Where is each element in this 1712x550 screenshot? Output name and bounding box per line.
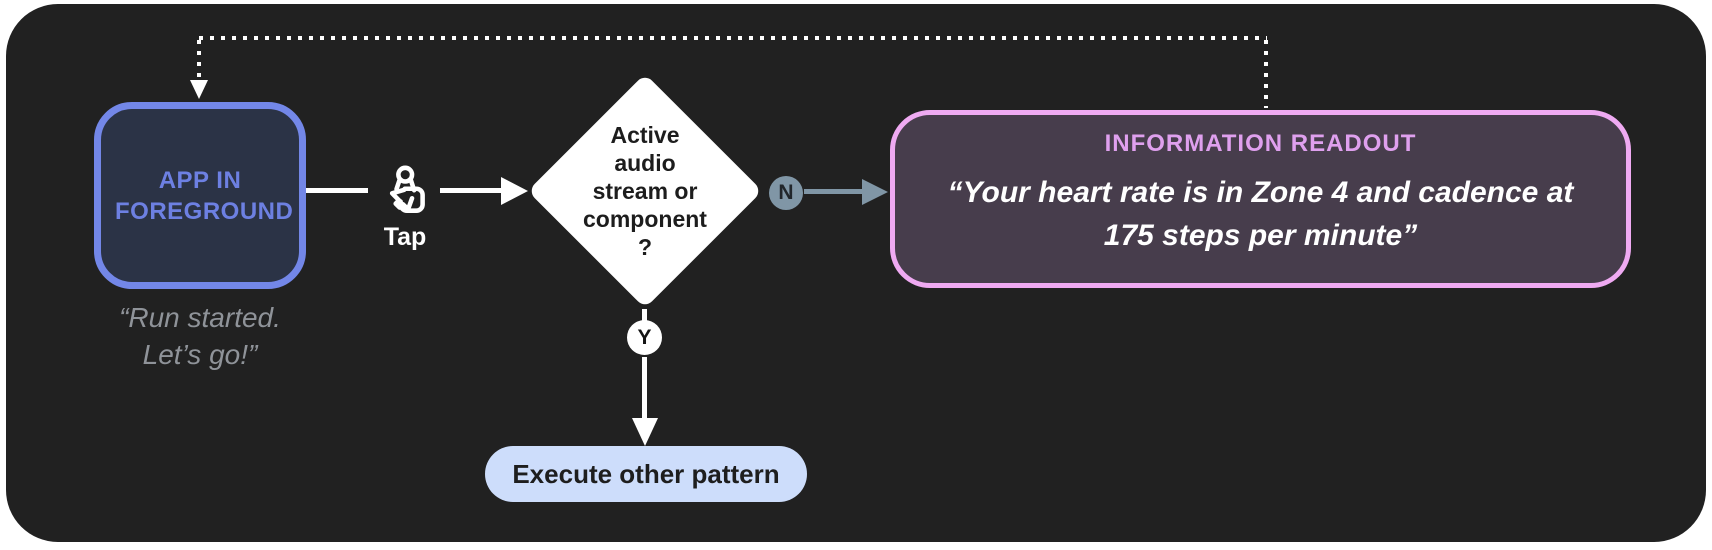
- tap-gesture-icon: [389, 165, 425, 213]
- caption-line-1: “Run started.: [119, 302, 281, 333]
- information-readout-node: INFORMATION READOUT “Your heart rate is …: [890, 110, 1631, 288]
- readout-quote: “Your heart rate is in Zone 4 and cadenc…: [948, 171, 1574, 257]
- connector-tap-to-decision: [440, 188, 503, 193]
- decision-line-3: stream or: [592, 178, 698, 204]
- execute-other-pattern-node: Execute other pattern: [485, 446, 807, 502]
- connector-no-to-readout: [804, 189, 864, 194]
- decision-line-5: ?: [637, 234, 653, 260]
- tap-label: Tap: [383, 223, 427, 251]
- readout-quote-line-1: “Your heart rate is in Zone 4 and cadenc…: [947, 176, 1574, 209]
- connector-decision-to-yes: [642, 309, 647, 322]
- caption-line-2: Let’s go!”: [142, 339, 258, 370]
- readout-arrowhead-icon: [862, 179, 888, 205]
- app-in-foreground-label: APP IN FOREGROUND: [115, 166, 294, 225]
- decision-arrowhead-icon: [501, 177, 528, 205]
- branch-yes-badge: Y: [627, 320, 662, 355]
- branch-no-badge: N: [769, 176, 803, 210]
- feedback-dotted-line-right-riser: [1264, 40, 1268, 108]
- feedback-arrowhead-icon: [190, 80, 208, 99]
- feedback-dotted-line-left-drop: [197, 40, 201, 78]
- readout-quote-line-2: 175 steps per minute”: [1103, 219, 1418, 252]
- connector-yes-to-action: [642, 357, 647, 419]
- decision-question: Active audio stream or component ?: [545, 108, 745, 274]
- connector-app-to-tap: [306, 188, 368, 193]
- app-voice-caption: “Run started. Let’s go!”: [54, 299, 346, 373]
- decision-line-2: audio: [614, 150, 676, 176]
- action-arrowhead-icon: [632, 418, 658, 446]
- app-in-foreground-node: APP IN FOREGROUND: [94, 102, 306, 289]
- readout-title: INFORMATION READOUT: [1104, 130, 1417, 157]
- feedback-dotted-line-horizontal: [199, 36, 1267, 40]
- decision-line-1: Active: [610, 122, 680, 148]
- decision-line-4: component: [583, 206, 707, 232]
